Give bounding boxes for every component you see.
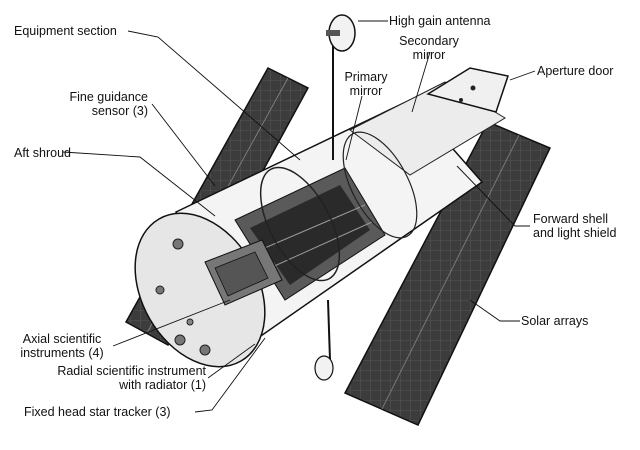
lower-antenna [314,299,334,381]
label-solar-arrays: Solar arrays [521,314,589,328]
high-gain-antenna [326,14,356,160]
label-forward-shell: Forward shell and light shield [533,212,617,240]
label-fixed-head-star-tracker: Fixed head star tracker (3) [24,405,171,419]
label-radial-instrument: Radial scientific instrument with radiat… [57,364,206,392]
aperture-door [426,67,509,113]
leader-lines [62,20,536,413]
label-axial-instruments: Axial scientific instruments (4) [20,332,104,360]
label-high-gain-antenna: High gain antenna [389,14,491,28]
label-secondary-mirror: Secondary mirror [399,34,459,62]
solar-array-lower [343,121,552,426]
label-primary-mirror: Primary mirror [344,70,388,98]
label-aft-shroud: Aft shroud [14,146,71,160]
label-fine-guidance-sensor: Fine guidance sensor (3) [69,90,148,118]
label-aperture-door: Aperture door [537,64,614,78]
label-equipment-section: Equipment section [14,24,117,38]
telescope-body [134,81,506,368]
